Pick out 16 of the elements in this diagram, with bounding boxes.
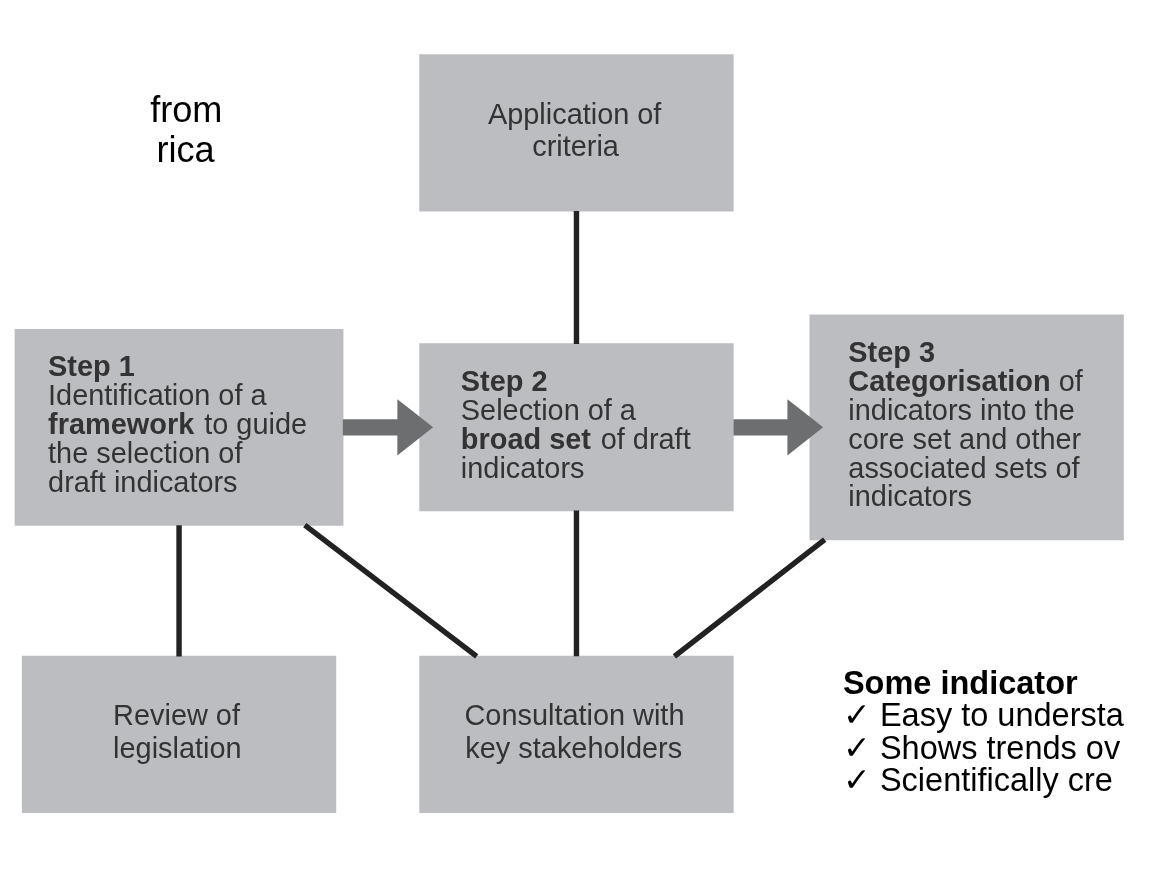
- node-box: Consultation with key stakeholders: [419, 655, 734, 813]
- connector: [573, 210, 580, 344]
- arrow: [342, 398, 434, 455]
- connector: [303, 522, 479, 659]
- label: rica: [156, 128, 215, 170]
- node-box: Application of criteria: [419, 53, 734, 211]
- connector: [176, 524, 182, 656]
- node-box: Step 1 Identification of a framework to guide the selection of draft indicators: [14, 328, 344, 526]
- node-box: Review of legislation: [21, 655, 337, 813]
- label: from: [150, 88, 223, 130]
- node-box: Step 3 Categorisation of indicators into the core set and other associated sets of indicators: [809, 313, 1124, 540]
- connector: [672, 536, 827, 659]
- label: ✓ Scientifically cre: [842, 761, 1113, 798]
- node-box: Step 2 Selection of a broad set of draft indicators: [419, 342, 734, 511]
- connector: [573, 510, 580, 656]
- arrow: [733, 398, 824, 455]
